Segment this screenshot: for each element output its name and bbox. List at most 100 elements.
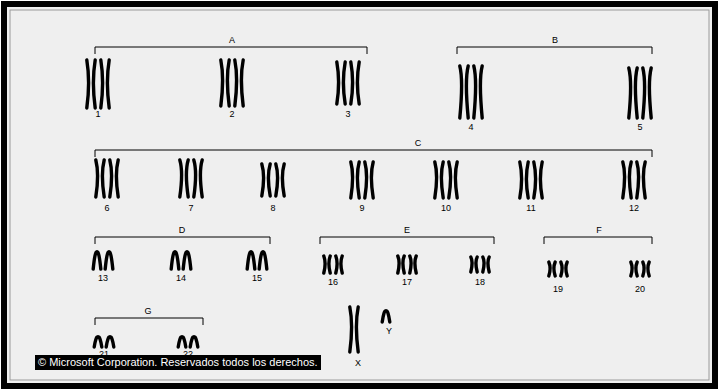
chromatid bbox=[455, 162, 457, 198]
chromosome-number: 3 bbox=[345, 110, 350, 119]
group-bracket bbox=[95, 47, 367, 54]
chromatid bbox=[629, 162, 631, 198]
copyright-text: © Microsoft Corporation. Reservados todo… bbox=[38, 356, 318, 368]
chromosome-number: 13 bbox=[98, 274, 108, 283]
chromatid bbox=[263, 252, 267, 269]
chromatid bbox=[356, 307, 358, 352]
chromatid bbox=[337, 62, 339, 104]
chromatid bbox=[186, 160, 188, 197]
chromatid bbox=[175, 252, 179, 269]
chromatid bbox=[561, 262, 562, 276]
chromatid bbox=[549, 262, 550, 276]
chromatid bbox=[171, 252, 175, 269]
chromatid bbox=[441, 162, 443, 198]
chromatid bbox=[251, 252, 255, 269]
chromatid bbox=[324, 256, 325, 273]
chromatid bbox=[466, 66, 468, 118]
chromatid bbox=[102, 160, 104, 197]
group-bracket bbox=[457, 47, 652, 54]
chromatid bbox=[194, 160, 196, 197]
chromatid bbox=[87, 60, 89, 108]
chromosome-number: 8 bbox=[270, 204, 275, 213]
chromatid bbox=[105, 252, 109, 269]
chromatid bbox=[566, 262, 567, 276]
label-text: X bbox=[355, 359, 361, 368]
label-text: B bbox=[552, 36, 558, 45]
chromatid bbox=[534, 162, 536, 198]
chromosome-number: 20 bbox=[635, 285, 645, 294]
label-text: Y bbox=[386, 327, 392, 336]
chromosome-number: 2 bbox=[229, 110, 234, 119]
chromatid bbox=[350, 307, 352, 352]
chromatid bbox=[180, 160, 182, 197]
chromosome-number: 7 bbox=[188, 204, 193, 213]
chromosome-number: 14 bbox=[176, 274, 186, 283]
group-bracket bbox=[95, 318, 203, 325]
chromatid bbox=[480, 66, 482, 118]
label-text: G bbox=[144, 307, 151, 316]
chromosome-number: 12 bbox=[629, 204, 639, 213]
chromatid bbox=[365, 162, 367, 198]
chromatid bbox=[474, 66, 476, 118]
chromatid bbox=[460, 66, 462, 118]
chromatid bbox=[336, 256, 337, 273]
chromatid bbox=[247, 252, 251, 269]
chromatid bbox=[235, 60, 237, 106]
chromatid bbox=[227, 60, 229, 106]
chromatid bbox=[351, 162, 353, 198]
chromosome-number: 5 bbox=[637, 123, 642, 132]
chromatid bbox=[343, 62, 345, 104]
label-text: E bbox=[404, 226, 410, 235]
chromatid bbox=[262, 164, 264, 196]
chromosome-number: 4 bbox=[468, 123, 473, 132]
chromatid bbox=[476, 257, 477, 272]
chromatid bbox=[276, 164, 278, 196]
chromosome-number: 19 bbox=[553, 285, 563, 294]
chromatid bbox=[386, 311, 390, 322]
copyright-band: © Microsoft Corporation. Reservados todo… bbox=[35, 355, 321, 370]
chromatid bbox=[93, 252, 97, 269]
chromatid bbox=[435, 162, 437, 198]
label-text: D bbox=[179, 226, 186, 235]
chromatid bbox=[93, 60, 95, 108]
chromatid bbox=[526, 162, 528, 198]
chromatid bbox=[623, 162, 625, 198]
chromosome-number: 16 bbox=[328, 278, 338, 287]
group-bracket bbox=[95, 150, 652, 157]
chromatid bbox=[357, 162, 359, 198]
chromatid bbox=[415, 256, 416, 273]
chromatid bbox=[96, 160, 98, 197]
chromosome-number: 9 bbox=[359, 204, 364, 213]
chromatid bbox=[200, 160, 202, 197]
chromatid bbox=[488, 257, 489, 272]
chromatid bbox=[329, 256, 330, 273]
chromatid bbox=[540, 162, 542, 198]
chromatid bbox=[190, 337, 194, 347]
chromatid bbox=[187, 252, 191, 269]
chromatid bbox=[106, 337, 110, 347]
chromatid bbox=[341, 256, 342, 273]
chromatid bbox=[241, 60, 243, 106]
chromatid bbox=[636, 262, 637, 276]
chromatid bbox=[182, 337, 186, 347]
chromatid bbox=[178, 337, 182, 347]
group-bracket bbox=[544, 237, 652, 244]
chromatid bbox=[107, 60, 109, 108]
chromatid bbox=[382, 311, 386, 322]
chromatid bbox=[183, 252, 187, 269]
chromatid bbox=[554, 262, 555, 276]
chromatid bbox=[471, 257, 472, 272]
chromosome-number: 18 bbox=[475, 278, 485, 287]
chromatid bbox=[449, 162, 451, 198]
picture-frame bbox=[4, 4, 715, 386]
chromatid bbox=[110, 337, 114, 347]
chromatid bbox=[94, 337, 98, 347]
chromosome-number: 15 bbox=[252, 274, 262, 283]
chromatid bbox=[221, 60, 223, 106]
group-bracket bbox=[320, 237, 494, 244]
chromosome-number: 10 bbox=[441, 204, 451, 213]
chromosome-number: 11 bbox=[526, 204, 535, 213]
chromatid bbox=[101, 60, 103, 108]
